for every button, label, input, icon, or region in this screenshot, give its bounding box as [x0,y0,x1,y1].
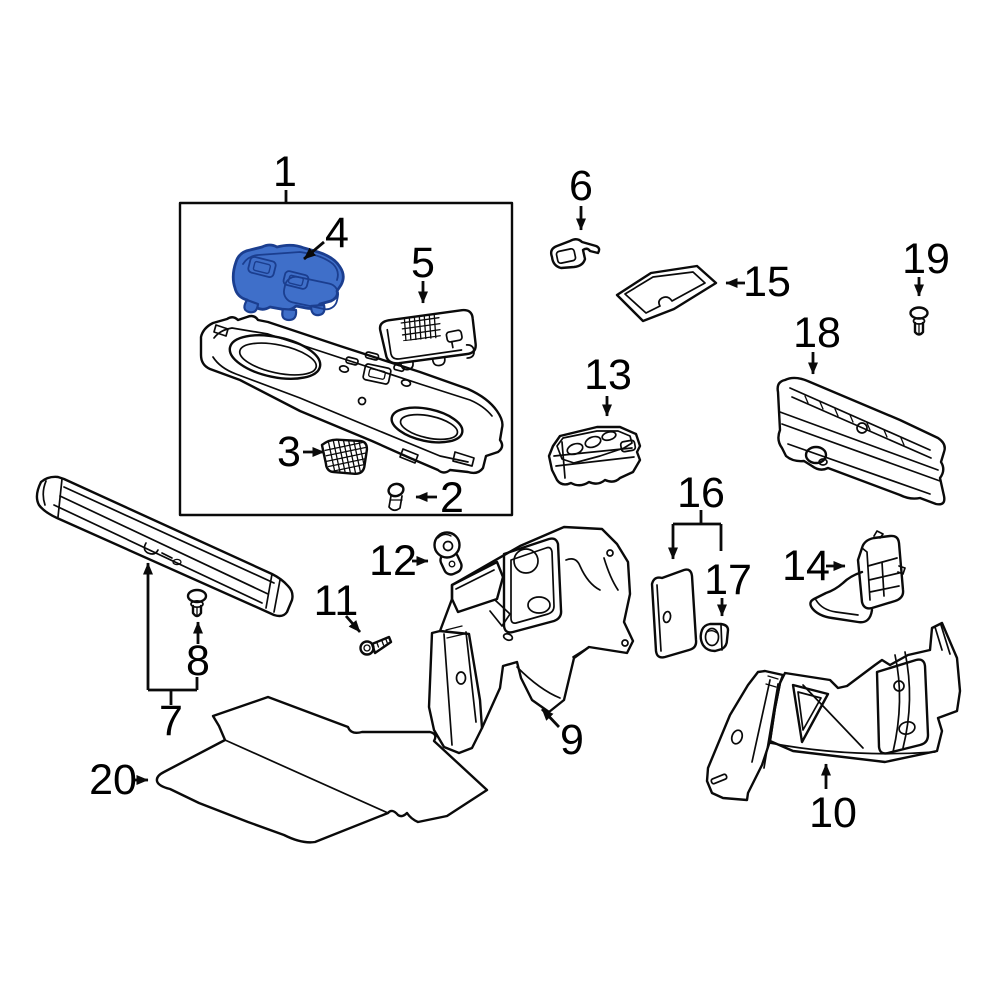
callout-arrows [133,206,924,789]
callout-13-label[interactable]: 13 [584,351,632,399]
callout-6-label[interactable]: 6 [569,162,593,210]
callout-10-label[interactable]: 10 [809,789,857,837]
part-10-trunk-side-trim-right[interactable] [705,621,962,802]
callout-7-label[interactable]: 7 [159,697,183,745]
part-11-screw[interactable] [359,635,393,656]
callout-20-label[interactable]: 20 [89,756,137,804]
callout-4-label[interactable]: 4 [325,209,349,257]
part-3-vent-grille[interactable] [320,433,372,479]
callout-19-label[interactable]: 19 [902,235,950,283]
part-19-push-rivet[interactable] [909,306,929,336]
callout-labels: 1 2 3 4 5 6 7 8 9 10 11 12 13 14 15 16 1… [89,148,950,837]
callout-11-label[interactable]: 11 [314,577,359,625]
callout-17-label[interactable]: 17 [704,556,752,604]
part-13-tray-bracket[interactable] [547,425,642,487]
callout-8-label[interactable]: 8 [186,637,210,685]
part-8-screw-pin[interactable] [186,588,208,618]
part-5-access-cover[interactable] [378,305,481,376]
part-16-lid-panel[interactable] [650,568,698,659]
callout-1-label[interactable]: 1 [273,148,297,196]
part-4-package-tray-trim-highlighted[interactable] [231,243,345,322]
callout-12-label[interactable]: 12 [369,537,417,585]
callout-2-label[interactable]: 2 [440,474,464,522]
part-7-sill-trim-strip[interactable] [35,475,294,618]
callout-5-label[interactable]: 5 [411,239,435,287]
part-6-bracket-clip[interactable] [549,238,601,270]
part-1-package-tray-panel[interactable] [199,314,504,475]
part-2-clip-fastener[interactable] [387,482,405,512]
part-17-grommet-clip[interactable] [699,622,730,653]
part-9-trunk-side-trim-left[interactable] [427,525,635,755]
part-15-flat-trim-panel[interactable] [615,264,718,323]
callout-16-label[interactable]: 16 [677,469,725,517]
part-12-hook-clip[interactable] [433,531,464,577]
part-14-holder-bracket[interactable] [809,530,906,624]
callout-3-label[interactable]: 3 [277,428,301,476]
part-18-rear-sill-garnish[interactable] [776,376,946,506]
part-1-package-tray-assembly-box[interactable] [178,190,514,517]
callout-14-label[interactable]: 14 [782,542,830,590]
callout-9-label[interactable]: 9 [560,716,584,764]
callout-15-label[interactable]: 15 [743,258,791,306]
callout-18-label[interactable]: 18 [793,309,841,357]
part-20-trunk-floor-mat[interactable] [155,695,489,844]
